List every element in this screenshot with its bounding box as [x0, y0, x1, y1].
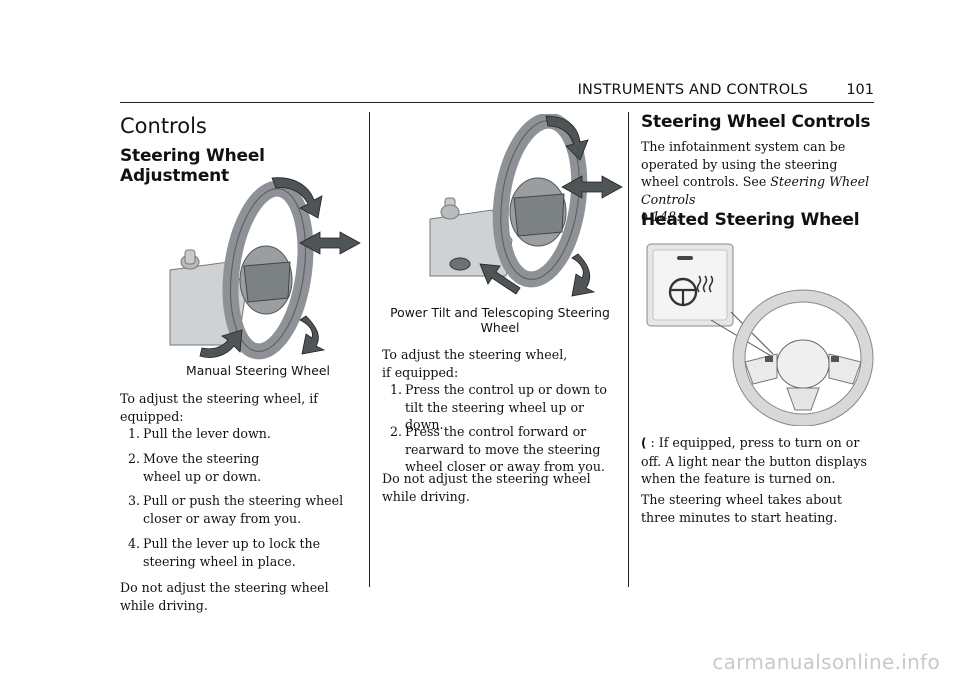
figure-caption-manual: Manual Steering Wheel [186, 363, 330, 378]
step-text: Move the steering wheel up or down. [143, 451, 262, 484]
column-divider-2 [628, 112, 629, 587]
step-number: 4. [128, 536, 141, 551]
step-number: 2. [390, 424, 403, 439]
page-number: 101 [846, 82, 874, 98]
step-item: 4. Pull the lever up to lock the steerin… [128, 535, 356, 570]
step-item: 3. Pull or push the steering wheel close… [128, 492, 356, 527]
header-rule [120, 102, 874, 103]
heated-time-text: The steering wheel takes about three min… [641, 492, 842, 525]
page-title: Controls [120, 114, 207, 138]
step-item: 1. Press the control up or down to tilt … [390, 381, 618, 434]
step-number: 3. [128, 493, 141, 508]
step-number: 1. [128, 426, 141, 441]
warning-text-power: Do not adjust the steering wheel while d… [382, 471, 591, 504]
section-heading-heated: Heated Steering Wheel [641, 210, 860, 230]
section-title: INSTRUMENTS AND CONTROLS [577, 82, 808, 98]
controls-link[interactable]: Steering Wheel Controls [641, 174, 870, 207]
adjust-intro-power: To adjust the steering wheel, if equippe… [382, 347, 568, 380]
page-ref-icon: 0 [641, 211, 648, 224]
step-item: 1. Pull the lever down. [128, 425, 356, 443]
manual-steering-wheel-illustration [169, 177, 361, 360]
heated-paragraph: ( : If equipped, press to turn on or off… [641, 435, 867, 486]
controls-page-ref[interactable]: 148 [652, 209, 677, 224]
controls-period: . [676, 209, 681, 224]
warning-text-manual: Do not adjust the steering wheel while d… [120, 580, 329, 613]
step-text: Pull the lever down. [143, 426, 271, 441]
heated-wheel-icon: ( [641, 436, 647, 450]
step-item: 2. Move the steering wheel up or down. [128, 450, 356, 485]
step-text: Press the control forward or rearward to… [405, 424, 605, 474]
page-header: INSTRUMENTS AND CONTROLS 101 [120, 82, 874, 102]
power-steering-wheel-illustration [429, 114, 623, 297]
section-heading-adjustment: Steering Wheel Adjustment [120, 146, 265, 186]
step-number: 1. [390, 382, 403, 397]
watermark: carmanualsonline.info [712, 650, 940, 674]
column-divider-1 [369, 112, 370, 587]
step-text: Pull or push the steering wheel closer o… [143, 493, 344, 526]
heated-steering-wheel-illustration [646, 243, 874, 426]
section-heading-controls: Steering Wheel Controls [641, 112, 871, 132]
heated-text: If equipped, press to turn on or off. A … [641, 435, 867, 486]
figure-caption-power: Power Tilt and Telescoping Steering Whee… [390, 305, 610, 335]
step-item: 2. Press the control forward or rearward… [390, 423, 618, 476]
controls-paragraph: The infotainment system can be operated … [641, 138, 877, 227]
controls-text: The infotainment system can be operated … [641, 139, 846, 189]
step-number: 2. [128, 451, 141, 466]
step-text: Press the control up or down to tilt the… [405, 382, 607, 432]
adjust-intro-manual: To adjust the steering wheel, if equippe… [120, 391, 318, 424]
step-text: Pull the lever up to lock the steering w… [143, 536, 321, 569]
